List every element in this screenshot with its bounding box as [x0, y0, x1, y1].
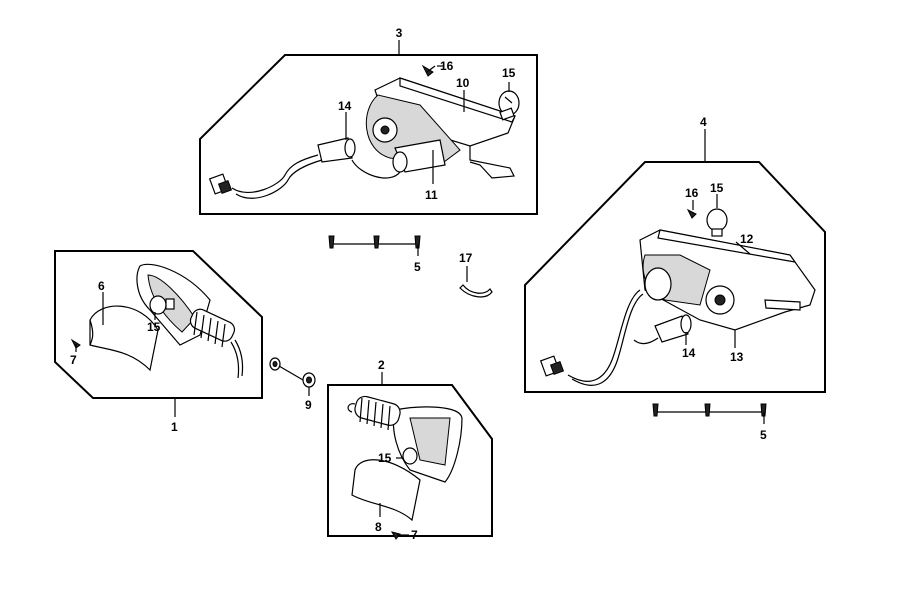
assembly-2-frame — [327, 384, 493, 537]
callout-8: 8 — [375, 520, 382, 534]
callout-16-right: 16 — [685, 186, 699, 200]
grommet-9: 9 — [269, 357, 316, 412]
callout-15-top: 15 — [502, 66, 516, 80]
callout-2: 2 — [378, 358, 385, 372]
callout-16-top: 16 — [440, 59, 454, 73]
bulb-15-right — [706, 208, 728, 237]
bulb-15-front-right — [402, 447, 418, 465]
callout-10: 10 — [456, 76, 470, 90]
lens-6 — [89, 305, 159, 372]
bolt-set-5-upper: 5 — [328, 235, 421, 274]
callout-1: 1 — [171, 420, 178, 434]
assembly-4-frame-group: 4 16 15 12 — [524, 115, 826, 393]
assembly-1-frame-group: 1 6 15 7 — [54, 250, 263, 434]
callout-15-front-right: 15 — [378, 451, 392, 465]
assembly-1-frame — [54, 250, 263, 399]
callout-14-right: 14 — [682, 346, 696, 360]
assembly-4-frame — [524, 161, 826, 393]
assembly-3-frame-group: 3 — [199, 26, 538, 215]
callout-7-right: 7 — [411, 528, 418, 542]
rubber-boot — [189, 308, 236, 348]
callout-11: 11 — [425, 188, 438, 202]
callout-13: 13 — [730, 350, 744, 364]
callout-6: 6 — [98, 279, 105, 293]
clip-17: 17 — [459, 251, 493, 298]
rubber-boot-2 — [354, 395, 401, 431]
bulb-15-front-left — [149, 295, 175, 315]
callout-12: 12 — [740, 232, 754, 246]
callout-15-front-left: 15 — [147, 320, 161, 334]
bulb-15-top — [498, 90, 520, 121]
assembly-2-frame-group: 2 15 8 7 — [327, 358, 493, 542]
assembly-3-frame — [199, 54, 538, 215]
callout-4: 4 — [700, 115, 707, 129]
lens-8 — [351, 459, 421, 522]
screw-7-right — [390, 531, 409, 540]
screw-16-top — [421, 64, 436, 77]
screw-16-right — [686, 200, 697, 219]
callout-17: 17 — [459, 251, 473, 265]
callout-5-upper: 5 — [414, 260, 421, 274]
callout-7-left: 7 — [70, 353, 77, 367]
bulb-socket-14-top — [208, 137, 401, 199]
bulb-socket-14-right — [539, 289, 692, 386]
screw-7-left — [70, 338, 81, 352]
callout-5-lower: 5 — [760, 428, 767, 442]
signal-housing-12 — [639, 229, 816, 331]
callout-9: 9 — [305, 398, 312, 412]
callout-3: 3 — [396, 26, 403, 40]
callout-14-top: 14 — [338, 99, 352, 113]
bolt-set-5-lower: 5 — [652, 403, 767, 442]
signal-housing-10 — [365, 77, 516, 179]
callout-15-right: 15 — [710, 181, 724, 195]
